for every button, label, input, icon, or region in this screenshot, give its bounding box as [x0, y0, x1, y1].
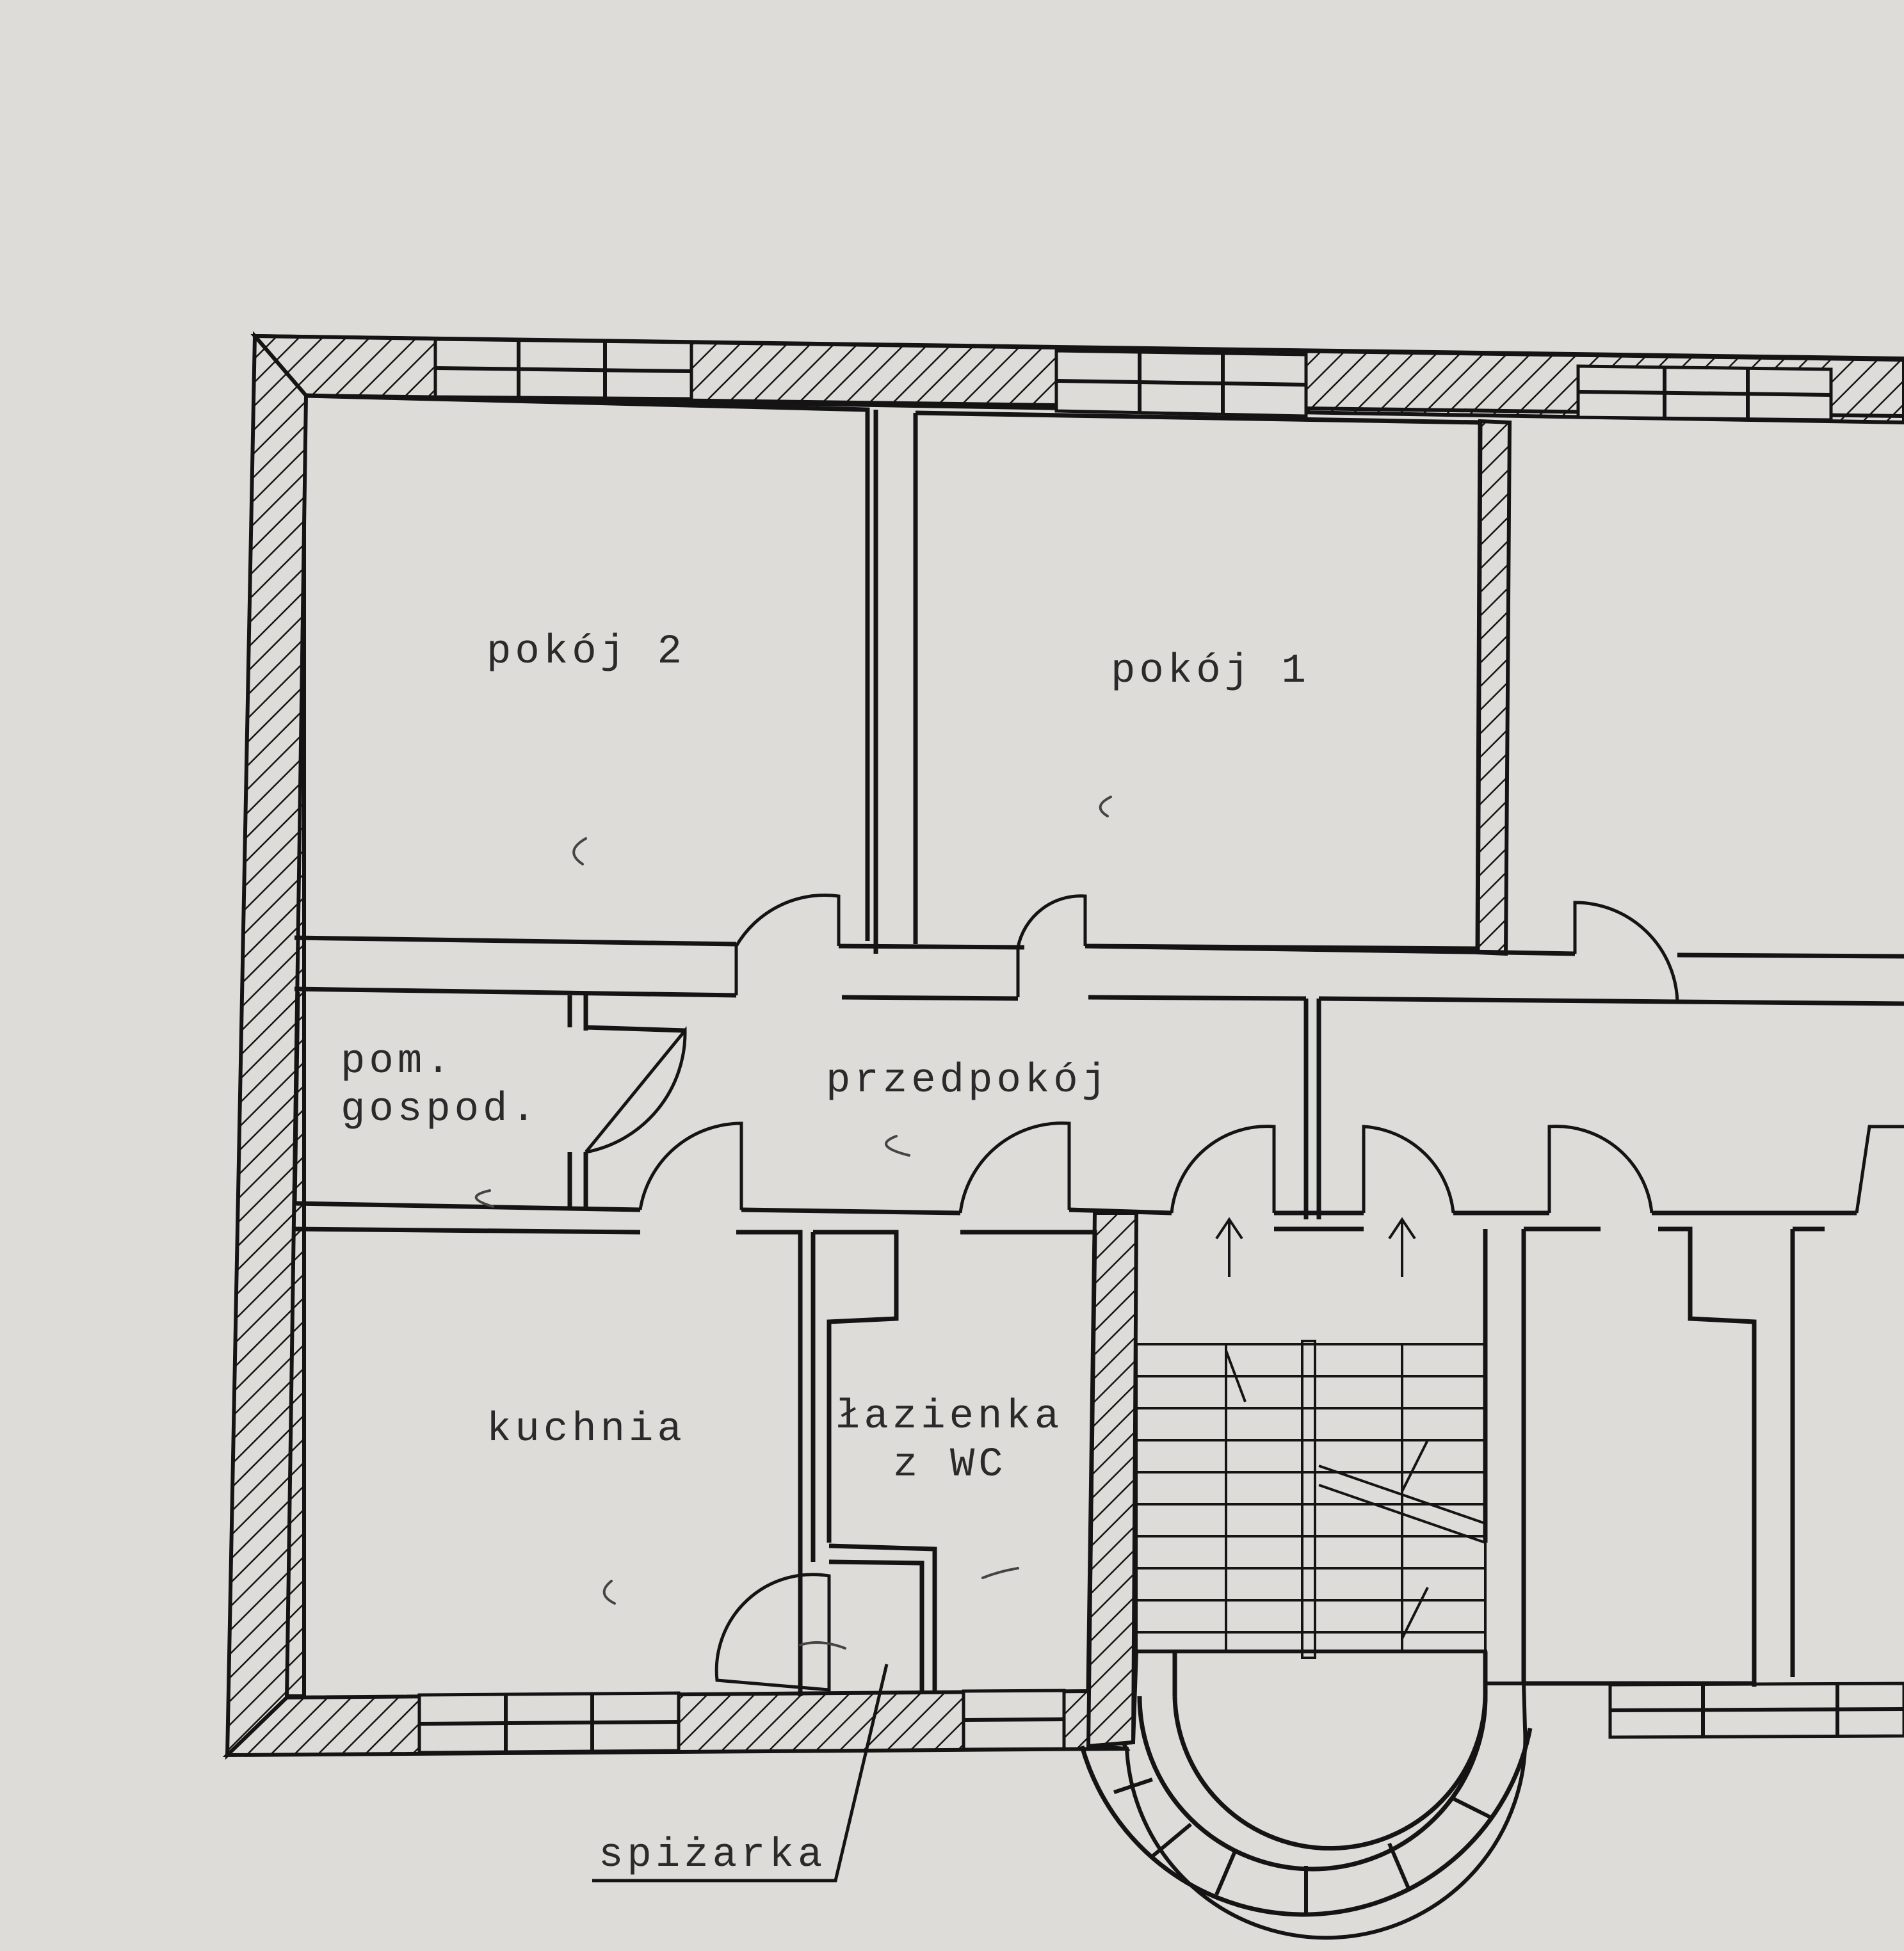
label-pom-line2: gospod.: [341, 1087, 540, 1133]
door-right-lower-1[interactable]: [1547, 1125, 1654, 1214]
door-spizarka[interactable]: [714, 1573, 831, 1692]
doors: [585, 894, 1904, 1692]
door-kuchnia[interactable]: [638, 1121, 743, 1210]
label-lazienka-line2: z WC: [893, 1442, 1007, 1488]
pencil-marks: [474, 796, 1112, 1650]
label-kuchnia: kuchnia: [487, 1407, 686, 1453]
door-pokoj-1[interactable]: [1016, 894, 1087, 997]
label-spizarka: spiżarka: [599, 1833, 826, 1879]
door-lazienka[interactable]: [958, 1121, 1071, 1214]
label-pom-line1: pom.: [341, 1039, 455, 1085]
stair-apse: [1079, 1650, 1533, 1940]
label-pokoj-2: pokój 2: [487, 629, 686, 675]
door-right-lower-2[interactable]: [1855, 1125, 1904, 1214]
door-pokoj-2[interactable]: [734, 894, 841, 995]
spizarka-leader-line: [592, 1664, 889, 1883]
door-stair-right[interactable]: [1362, 1125, 1455, 1214]
windows: [417, 337, 1904, 1754]
label-pokoj-1: pokój 1: [1111, 648, 1310, 694]
door-pom-gospod[interactable]: [585, 1026, 687, 1154]
door-stair-left[interactable]: [1170, 1125, 1276, 1214]
label-przedpokoj: przedpokój: [826, 1058, 1110, 1104]
door-right-upper[interactable]: [1573, 901, 1679, 1002]
interior-walls: [292, 393, 1904, 1696]
room-labels: pokój 2 pokój 1 pom. gospod. przedpokój …: [341, 629, 1310, 1883]
label-lazienka-line1: łazienka: [835, 1394, 1063, 1440]
